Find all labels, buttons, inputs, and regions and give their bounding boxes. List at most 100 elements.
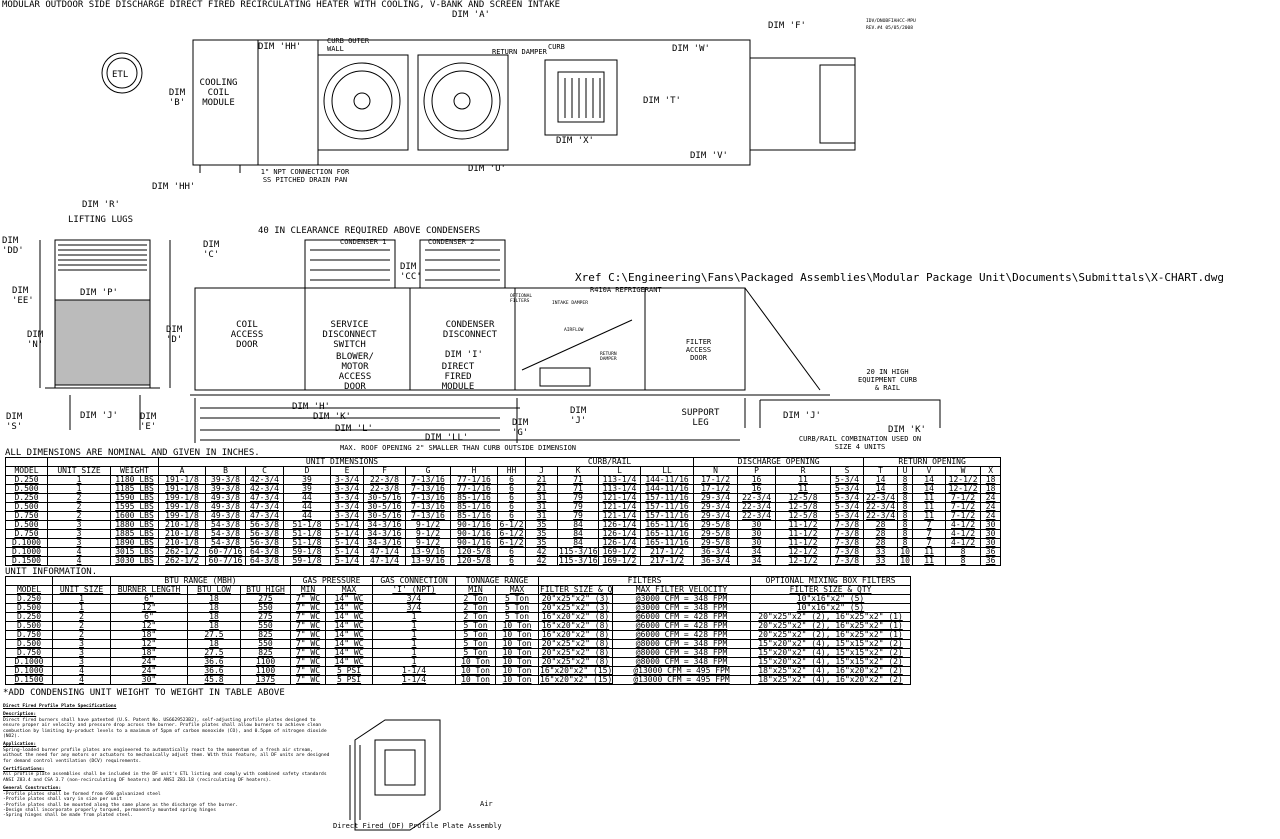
- table-cell: 17-1/2: [693, 475, 739, 485]
- table-cell: 3030 LBS: [110, 556, 159, 566]
- table-cell: 21: [525, 484, 559, 494]
- table-cell: 45.8: [187, 675, 241, 685]
- table-cell: 35: [525, 538, 559, 548]
- table-cell: 31: [525, 502, 559, 512]
- group-header: TONNAGE RANGE: [455, 576, 540, 586]
- table-cell: 10 Ton: [495, 675, 540, 685]
- dim-w: DIM 'W': [672, 44, 710, 54]
- spec-text: -Profile plates shall be formed from G90…: [3, 791, 239, 819]
- column-header: J: [525, 466, 559, 476]
- xref-path: Xref C:\Engineering\Fans\Packaged Assemb…: [575, 271, 1225, 284]
- table-cell: 5-3/4: [830, 475, 865, 485]
- table-cell: 16"x20"x2" (8): [538, 612, 614, 622]
- optional-filters: OPTIONAL FILTERS: [510, 294, 533, 305]
- table-cell: 210-1/8: [158, 538, 206, 548]
- table-cell: 31: [525, 511, 559, 521]
- table-cell: 5-3/4: [830, 493, 865, 503]
- table-cell: 51-1/8: [283, 520, 331, 530]
- table-cell: D.500: [5, 520, 48, 530]
- table-cell: D.750: [5, 630, 53, 640]
- table-cell: 10 Ton: [455, 675, 497, 685]
- table-cell: 157-11/16: [640, 511, 695, 521]
- table-cell: 4: [47, 556, 111, 566]
- table-cell: 7-3/8: [830, 538, 865, 548]
- table-cell: D.500: [5, 484, 48, 494]
- table-cell: 30-5/16: [363, 502, 406, 512]
- table-cell: D.1000: [5, 666, 53, 676]
- table-cell: 14" WC: [325, 648, 374, 658]
- column-header: G: [405, 466, 451, 476]
- table-cell: 7" WC: [290, 639, 327, 649]
- table-cell: 35: [525, 529, 559, 539]
- blower-motor-door: BLOWER/ MOTOR ACCESS DOOR: [336, 352, 374, 392]
- dimensions-caption: ALL DIMENSIONS ARE NOMINAL AND GIVEN IN …: [5, 448, 260, 458]
- table-cell: D.1000: [5, 657, 53, 667]
- table-cell: 157-11/16: [640, 502, 695, 512]
- table-cell: 550: [239, 621, 292, 631]
- table-cell: 13-9/16: [405, 547, 451, 557]
- table-cell: 30-5/16: [363, 511, 406, 521]
- table-cell: 22-3/8: [363, 475, 406, 485]
- table-cell: 113-1/4: [598, 475, 642, 485]
- table-cell: 85-1/16: [450, 502, 498, 512]
- table-cell: 36.6: [187, 657, 241, 667]
- table-cell: 39: [283, 475, 331, 485]
- table-cell: 3/4: [372, 603, 457, 613]
- column-header: BTU LOW: [187, 585, 241, 595]
- intake-damper: INTAKE DAMPER: [552, 301, 588, 306]
- table-cell: 275: [239, 594, 292, 604]
- table-cell: 7" WC: [290, 666, 327, 676]
- table-cell: 22-3/4: [863, 502, 899, 512]
- table-cell: 14" WC: [325, 594, 374, 604]
- column-header: MIN: [290, 585, 327, 595]
- table-cell: 1100: [239, 657, 292, 667]
- table-cell: 30: [980, 520, 1002, 530]
- dim-a: DIM 'A': [452, 10, 490, 20]
- table-cell: 44: [283, 511, 331, 521]
- table-cell: 39: [283, 484, 331, 494]
- table-cell: 275: [239, 612, 292, 622]
- table-cell: 11-1/2: [775, 520, 832, 530]
- table-cell: 4: [52, 666, 111, 676]
- return-damper-label: RETURN DAMPER: [492, 48, 547, 56]
- table-cell: 1: [372, 621, 457, 631]
- table-cell: 7" WC: [290, 603, 327, 613]
- table-cell: 11: [912, 511, 947, 521]
- dim-s: DIM 'S': [6, 412, 23, 432]
- equipment-curb-rail: 20 IN HIGH EQUIPMENT CURB & RAIL: [857, 368, 917, 392]
- table-cell: 6": [110, 594, 188, 604]
- dim-j-mid: DIM 'J': [570, 406, 587, 426]
- table-cell: 14: [912, 484, 947, 494]
- spec-heading: Certifications:: [3, 767, 45, 773]
- table-cell: 191-1/8: [158, 475, 206, 485]
- column-header: L: [598, 466, 642, 476]
- dim-ll: DIM 'LL': [425, 433, 469, 443]
- spec-text: All profile plate assemblies shall be in…: [3, 772, 327, 783]
- group-header: BTU RANGE (MBH): [109, 576, 292, 586]
- column-header: U: [897, 466, 914, 476]
- table-cell: 3-3/4: [330, 493, 364, 503]
- table-cell: 22-3/8: [363, 484, 406, 494]
- table-cell: 54-3/8: [205, 520, 246, 530]
- table-cell: 29-3/4: [693, 493, 739, 503]
- curb-label: CURB: [548, 43, 565, 51]
- air-mark: Air: [480, 800, 493, 808]
- table-cell: 5 PSI: [325, 666, 374, 676]
- table-cell: 825: [239, 630, 292, 640]
- column-header: MAX: [325, 585, 374, 595]
- group-header: RETURN OPENING: [863, 457, 1002, 467]
- table-cell: 85-1/16: [450, 511, 498, 521]
- column-header: X: [980, 466, 1002, 476]
- column-header: WEIGHT: [110, 466, 159, 476]
- table-cell: 15"x20"x2" (4), 15"x15"x2" (2): [750, 648, 912, 658]
- table-cell: 1: [52, 594, 111, 604]
- table-cell: 3: [52, 657, 111, 667]
- table-cell: 22-3/4: [737, 493, 777, 503]
- group-header: OPTIONAL MIXING BOX FILTERS: [750, 576, 912, 586]
- dim-i: DIM 'I': [445, 350, 483, 360]
- table-cell: 7-1/2: [945, 502, 982, 512]
- table-cell: 3-3/4: [330, 502, 364, 512]
